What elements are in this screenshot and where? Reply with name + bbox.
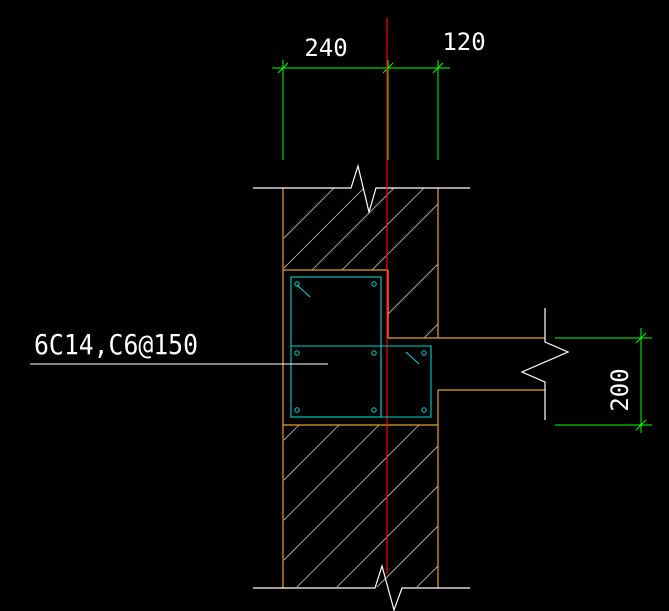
bottom-break-line bbox=[253, 563, 470, 611]
rebar-bar bbox=[294, 350, 300, 356]
dimension-label-200: 200 bbox=[606, 368, 634, 411]
rebar-bar bbox=[294, 281, 300, 287]
tick-middle bbox=[382, 62, 394, 74]
rebar-bar bbox=[371, 407, 377, 413]
stirrup-extension bbox=[381, 345, 432, 418]
stirrup-main bbox=[290, 276, 382, 418]
rebar-stirrups bbox=[290, 276, 432, 418]
tick-bottom bbox=[635, 419, 647, 431]
rebar-bars bbox=[294, 281, 427, 413]
stirrup-hook-right bbox=[405, 351, 420, 365]
masonry-hatch-lower bbox=[284, 425, 438, 587]
rebar-callout-label: 6C14,C6@150 bbox=[34, 328, 198, 361]
masonry-outline bbox=[282, 188, 545, 588]
dimension-label-120: 120 bbox=[442, 28, 485, 56]
dimension-label-240: 240 bbox=[304, 34, 347, 62]
rebar-bar bbox=[421, 407, 427, 413]
stirrup-hook-upper bbox=[296, 284, 311, 298]
rebar-bar bbox=[294, 407, 300, 413]
right-dimension bbox=[555, 328, 652, 433]
rebar-bar bbox=[421, 350, 427, 356]
beam-break-line bbox=[520, 308, 570, 420]
break-lines bbox=[253, 163, 570, 611]
tick-right bbox=[432, 62, 444, 74]
tick-left bbox=[277, 62, 289, 74]
top-dimension bbox=[272, 60, 450, 160]
rebar-bar bbox=[371, 281, 377, 287]
rebar-bar bbox=[371, 350, 377, 356]
top-break-line bbox=[253, 163, 470, 215]
tick-top bbox=[635, 332, 647, 344]
